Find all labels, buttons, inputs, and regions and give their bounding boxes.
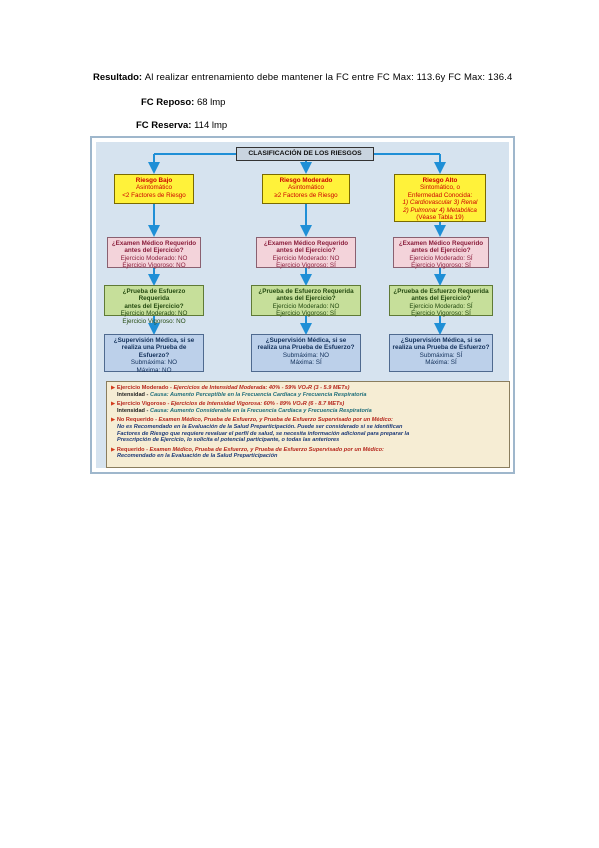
diagram-title: CLASIFICACIÓN DE LOS RIESGOS bbox=[236, 147, 374, 161]
risk-high-line1: Sintomático, o bbox=[420, 184, 460, 192]
supervision-high-box: ¿Supervisión Médica, si se realiza una P… bbox=[389, 334, 493, 372]
resultado-line: Resultado: Al realizar entrenamiento deb… bbox=[93, 72, 512, 83]
exam-moderate-box: ¿Examen Médico Requerido antes del Ejerc… bbox=[256, 237, 356, 270]
stress-question-2: antes del Ejercicio? bbox=[124, 302, 184, 310]
exam-high-box: ¿Examen Médico Requerido antes del Ejerc… bbox=[393, 237, 489, 270]
stress-question-2: antes del Ejercicio? bbox=[276, 295, 336, 303]
legend-moderate: ▶ Ejercicio Moderado - Ejercicios de Int… bbox=[111, 385, 505, 398]
exam-low-vigorous: Ejercicio Vigoroso: NO bbox=[122, 262, 186, 270]
resultado-text: Al realizar entrenamiento debe mantener … bbox=[144, 72, 513, 83]
exam-question-2: antes del Ejercicio? bbox=[276, 247, 336, 255]
risk-high-line4: 2) Pulmonar 4) Metabólica bbox=[403, 206, 477, 214]
fc-reposo-value: 68 lmp bbox=[196, 97, 226, 108]
legend-required-line2: Recomendado en la Evaluación de la Salud… bbox=[117, 453, 278, 460]
legend-not-required-label: No Requerido - bbox=[116, 417, 159, 424]
bullet-triangle-icon: ▶ bbox=[111, 385, 116, 391]
risk-moderate-title: Riesgo Moderado bbox=[279, 177, 333, 184]
exam-moderate-vigorous: Ejercicio Vigoroso: SÍ bbox=[276, 262, 336, 270]
risk-high-box: Riesgo Alto Sintomático, o Enfermedad Co… bbox=[394, 174, 486, 222]
fc-reserva-value: 114 lmp bbox=[194, 120, 228, 131]
legend-required: ▶ Requerido - Examen Médico, Prueba de E… bbox=[111, 447, 505, 460]
stress-moderate-moderate: Ejercicio Moderado: NO bbox=[272, 302, 340, 310]
legend-not-required-line3: Factores de Riesgo que requiere revaluar… bbox=[117, 430, 410, 437]
stress-low-vigorous: Ejercicio Vigoroso: NO bbox=[122, 317, 186, 325]
supervision-moderate-submax: Submáxima: NO bbox=[282, 351, 330, 359]
legend-moderate-def: Ejercicios de Intensidad Moderada: 40% -… bbox=[173, 385, 350, 391]
stress-question-1: ¿Prueba de Esfuerzo Requerida bbox=[122, 288, 186, 303]
risk-moderate-box: Riesgo Moderado Asintomático ≥2 Factores… bbox=[262, 174, 350, 204]
risk-classification-figure: CLASIFICACIÓN DE LOS RIESGOS Riesgo Bajo… bbox=[90, 136, 515, 474]
supervision-question-1: ¿Supervisión Médica, si se bbox=[265, 337, 347, 344]
supervision-moderate-box: ¿Supervisión Médica, si se realiza una P… bbox=[251, 334, 361, 372]
stress-high-vigorous: Ejercicio Vigoroso: SÍ bbox=[411, 310, 471, 318]
legend-vigorous-label: Ejercicio Vigoroso - bbox=[116, 401, 171, 408]
legend-required-line1: Examen Médico, Prueba de Esfuerzo, y Pru… bbox=[149, 446, 384, 453]
flow-connectors bbox=[148, 153, 446, 335]
exam-high-vigorous: Ejercicio Vigoroso: SÍ bbox=[411, 262, 471, 270]
supervision-question-2: realiza una Prueba de Esfuerzo? bbox=[257, 344, 355, 352]
legend-vigorous-def: Ejercicios de Intensidad Vigorosa: 60% -… bbox=[170, 401, 345, 408]
exam-low-moderate: Ejercicio Moderado: NO bbox=[120, 254, 188, 262]
legend-vigorous: ▶ Ejercicio Vigoroso - Ejercicios de Int… bbox=[111, 401, 505, 414]
supervision-question-2: realiza una Prueba de Esfuerzo? bbox=[392, 344, 490, 352]
risk-moderate-line1: Asintomático bbox=[287, 184, 325, 192]
risk-moderate-line2: ≥2 Factores de Riesgo bbox=[274, 191, 338, 199]
supervision-question-1: ¿Supervisión Médica, si se bbox=[113, 337, 195, 344]
supervision-high-max: Máxima: SÍ bbox=[425, 359, 457, 367]
legend-moderate-int-label: Intensidad - bbox=[117, 391, 150, 398]
risk-high-line3: 1) Cardiovascular 3) Renal bbox=[402, 199, 478, 207]
figure-background: CLASIFICACIÓN DE LOS RIESGOS Riesgo Bajo… bbox=[96, 142, 510, 468]
risk-low-line1: Asintomático bbox=[135, 184, 173, 192]
legend-required-label: Requerido - bbox=[116, 446, 150, 453]
exam-question-2: antes del Ejercicio? bbox=[124, 247, 184, 255]
legend-not-required: ▶ No Requerido - Examen Médico, Prueba d… bbox=[111, 417, 505, 443]
exam-question-1: ¿Examen Médico Requerido bbox=[111, 240, 197, 247]
risk-high-line2: Enfermedad Conocida: bbox=[407, 191, 473, 199]
stress-question-1: ¿Prueba de Esfuerzo Requerida bbox=[258, 288, 354, 295]
stress-high-moderate: Ejercicio Moderado: SÍ bbox=[409, 302, 473, 310]
risk-low-title: Riesgo Bajo bbox=[135, 177, 173, 184]
fc-reserva-line: FC Reserva: 114 lmp bbox=[136, 120, 227, 131]
exam-question-2: antes del Ejercicio? bbox=[411, 247, 471, 255]
stress-low-box: ¿Prueba de Esfuerzo Requerida antes del … bbox=[104, 285, 204, 325]
supervision-low-submax: Submáxima: NO bbox=[130, 359, 178, 367]
resultado-label: Resultado: bbox=[93, 72, 143, 83]
legend-not-required-line2: No es Recomendado en la Evaluación de la… bbox=[117, 423, 403, 430]
fc-reserva-label: FC Reserva: bbox=[136, 120, 192, 131]
bullet-triangle-icon: ▶ bbox=[111, 417, 116, 424]
diagram-title-text: CLASIFICACIÓN DE LOS RIESGOS bbox=[248, 150, 362, 158]
exam-low-box: ¿Examen Médico Requerido antes del Ejerc… bbox=[107, 237, 201, 270]
fc-reposo-label: FC Reposo: bbox=[141, 97, 195, 108]
supervision-low-max: Máxima: NO bbox=[136, 366, 172, 374]
legend-not-required-line4: Prescripción de Ejercicio, lo solicita e… bbox=[117, 437, 340, 444]
stress-high-box: ¿Prueba de Esfuerzo Requerida antes del … bbox=[389, 285, 493, 318]
stress-moderate-box: ¿Prueba de Esfuerzo Requerida antes del … bbox=[251, 285, 361, 318]
risk-low-line2: <2 Factores de Riesgo bbox=[122, 191, 186, 199]
supervision-high-submax: Submáxima: SÍ bbox=[419, 351, 463, 359]
supervision-moderate-max: Máxima: SÍ bbox=[290, 359, 322, 367]
legend-vigorous-int-label: Intensidad - bbox=[117, 407, 150, 414]
legend-moderate-label: Ejercicio Moderado - bbox=[116, 385, 174, 391]
fc-reposo-line: FC Reposo: 68 lmp bbox=[141, 97, 225, 108]
legend-not-required-line1: Examen Médico, Prueba de Esfuerzo, y Pru… bbox=[158, 417, 393, 424]
legend-vigorous-int-text: Causa: Aumento Considerable en la Frecue… bbox=[149, 407, 372, 414]
legend-box: ▶ Ejercicio Moderado - Ejercicios de Int… bbox=[106, 381, 510, 468]
stress-question-1: ¿Prueba de Esfuerzo Requerida bbox=[393, 288, 489, 295]
stress-low-moderate: Ejercicio Moderado: NO bbox=[120, 310, 188, 318]
bullet-triangle-icon: ▶ bbox=[111, 446, 116, 453]
supervision-question-2: realiza una Prueba de Esfuerzo? bbox=[121, 344, 187, 359]
exam-moderate-moderate: Ejercicio Moderado: NO bbox=[272, 254, 340, 262]
legend-moderate-int-text: Causa: Aumento Perceptible en la Frecuen… bbox=[149, 391, 367, 398]
stress-moderate-vigorous: Ejercicio Vigoroso: SÍ bbox=[276, 310, 336, 318]
supervision-question-1: ¿Supervisión Médica, si se bbox=[400, 337, 482, 344]
exam-high-moderate: Ejercicio Moderado: SÍ bbox=[409, 254, 473, 262]
risk-high-line5: (Véase Tabla 19) bbox=[416, 214, 464, 222]
exam-question-1: ¿Examen Médico Requerido bbox=[398, 240, 484, 247]
risk-low-box: Riesgo Bajo Asintomático <2 Factores de … bbox=[114, 174, 194, 204]
stress-question-2: antes del Ejercicio? bbox=[411, 295, 471, 303]
risk-high-title: Riesgo Alto bbox=[422, 177, 458, 184]
supervision-low-box: ¿Supervisión Médica, si se realiza una P… bbox=[104, 334, 204, 374]
exam-question-1: ¿Examen Médico Requerido bbox=[263, 240, 349, 247]
bullet-triangle-icon: ▶ bbox=[111, 401, 116, 408]
